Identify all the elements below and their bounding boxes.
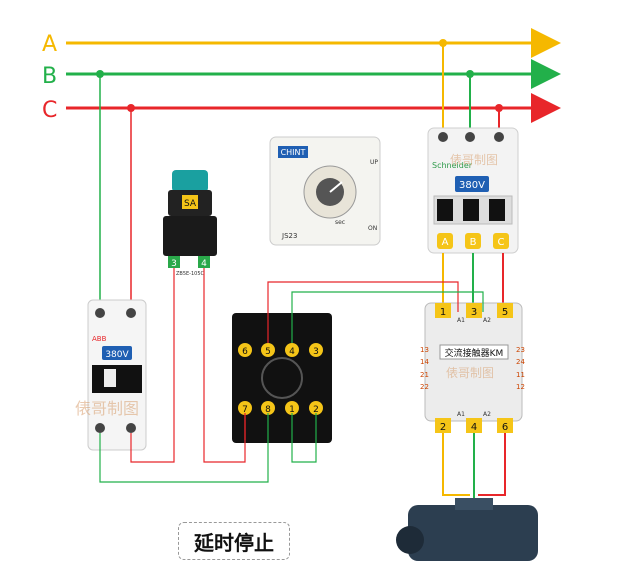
contactor-terminal-6: 6: [502, 422, 508, 433]
contactor-aux-14: 14: [420, 358, 429, 366]
phase-label-c: C: [42, 98, 57, 123]
phase-bus-a: A: [42, 28, 561, 58]
timer-model: JS23: [281, 232, 297, 240]
contactor-aux-24: 24: [516, 358, 525, 366]
contactor-terminal-3: 3: [471, 307, 477, 318]
motor: [396, 498, 538, 561]
breaker-2p: ABB 380V: [87, 299, 147, 451]
contactor-aux-21: 21: [420, 371, 429, 379]
contactor-name: 交流接触器KM: [445, 347, 504, 359]
contactor-terminal-2: 2: [440, 422, 446, 433]
breaker-3p-terminal-c: C: [498, 237, 505, 248]
selector-switch-label: SA: [184, 199, 197, 209]
breaker-2p-voltage: 380V: [105, 350, 129, 360]
watermark-left: 俵哥制图: [75, 399, 139, 418]
breaker-3p: Schneider 380V A B C: [427, 127, 519, 254]
contactor-terminal-5: 5: [502, 307, 508, 318]
timer-unit: sec: [335, 219, 345, 226]
socket-pin-1: 1: [289, 405, 295, 415]
contactor-coil-top-a1: A1: [457, 317, 465, 324]
contactor-aux-12: 12: [516, 383, 525, 391]
breaker-3p-terminal-a: A: [442, 237, 449, 248]
socket-pin-5: 5: [265, 347, 271, 357]
phase-bus-b: B: [42, 59, 561, 89]
selector-terminal-3: 3: [171, 259, 177, 269]
timer-mark-on: ON: [368, 225, 377, 232]
timer-relay: CHINT sec UP ON JS23: [269, 136, 381, 246]
socket-pin-2: 2: [313, 405, 319, 415]
contactor-aux-22: 22: [420, 383, 429, 391]
contactor-km: 1 3 5 A1 A2 交流接触器KM 13 14 21 22 23 24 11…: [420, 302, 525, 433]
contactor-aux-11: 11: [516, 371, 525, 379]
contactor-coil-top-a2: A2: [483, 317, 491, 324]
breaker-3p-terminal-b: B: [470, 237, 477, 248]
watermark-contactor: 俵哥制图: [446, 366, 494, 380]
socket-pin-8: 8: [265, 405, 271, 415]
phase-bus-c: C: [42, 93, 561, 123]
contactor-aux-23: 23: [516, 346, 525, 354]
socket-pin-4: 4: [289, 347, 295, 357]
phase-label-a: A: [42, 32, 57, 57]
selector-switch: SA 3 4 ZB5E-105C: [163, 170, 217, 277]
socket-pin-6: 6: [242, 347, 248, 357]
contactor-terminal-1: 1: [440, 307, 446, 318]
breaker-3p-voltage: 380V: [459, 180, 485, 191]
caption-box: 延时停止: [178, 522, 290, 560]
socket-pin-3: 3: [313, 347, 319, 357]
phase-label-b: B: [42, 64, 57, 89]
contactor-aux-13: 13: [420, 346, 429, 354]
contactor-coil-bottom-a1: A1: [457, 411, 465, 418]
contactor-terminal-4: 4: [471, 422, 477, 433]
breaker-3p-brand: Schneider: [432, 161, 473, 170]
relay-socket: 6 5 4 3 7 8 1 2: [232, 313, 332, 443]
socket-pin-7: 7: [242, 405, 248, 415]
watermark-breaker: 俵哥制图: [450, 153, 498, 167]
selector-model: ZB5E-105C: [176, 271, 205, 277]
breaker-2p-brand: ABB: [92, 335, 107, 343]
timer-mark-up: UP: [370, 159, 378, 166]
timer-brand: CHINT: [281, 148, 306, 157]
contactor-coil-bottom-a2: A2: [483, 411, 491, 418]
selector-terminal-4: 4: [201, 259, 207, 269]
caption-text: 延时停止: [194, 530, 274, 555]
